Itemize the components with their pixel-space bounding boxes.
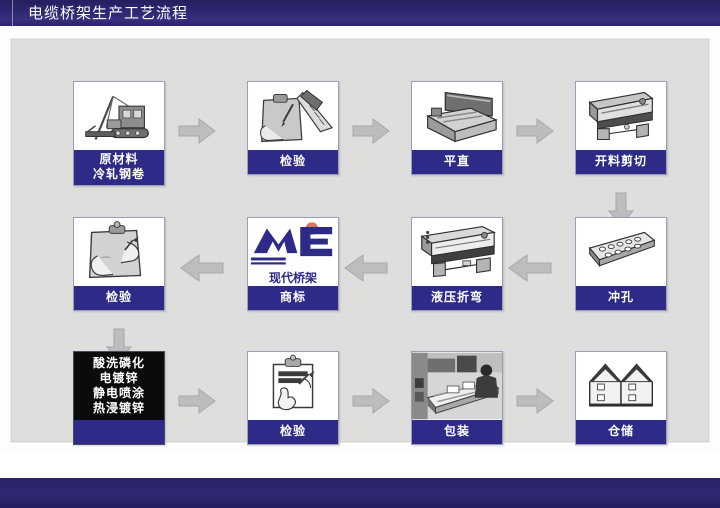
flow-node-label: 冲孔 [576,286,666,310]
page-title: 电缆桥架生产工艺流程 [28,4,189,22]
flow-node-hydraulic-bend[interactable]: 液压折弯 [411,217,503,311]
flow-node-packaging[interactable]: 包装 [411,351,503,445]
brand-logo-icon: 现代桥架 [248,218,338,286]
flow-node-inspection-2[interactable]: 检验 [73,217,165,311]
flow-node-label: 原材料 冷轧钢卷 [74,150,164,185]
arrow-left-icon [507,253,553,283]
flow-node-warehousing[interactable]: 仓储 [575,351,667,445]
flow-node-label: 平直 [412,150,502,174]
flow-node-leveling[interactable]: 平直 [411,81,503,175]
treatment-line-4: 热浸镀锌 [92,401,145,415]
treatment-line-2: 电镀锌 [99,371,139,385]
flow-node-label: 检验 [74,286,164,310]
arrow-right-icon [177,117,217,145]
flow-node-label: 液压折弯 [412,286,502,310]
clipboard-check-icon [248,352,338,420]
warehouse-icon [576,352,666,420]
flow-node-label: 包装 [412,420,502,444]
brand-mark-svg [250,222,333,265]
flow-node-inspection-3[interactable]: 检验 [247,351,339,445]
crane-icon [74,82,164,150]
leveling-machine-icon [412,82,502,150]
flow-node-cut-shear[interactable]: 开料剪切 [575,81,667,175]
flow-node-trademark[interactable]: 现代桥架 商标 [247,217,339,311]
flow-node-surface-treatment[interactable]: 酸洗磷化 电镀锌 静电喷涂 热浸镀锌 [73,351,165,445]
treatment-line-1: 酸洗磷化 [92,356,145,370]
arrow-left-icon [179,253,225,283]
flow-node-label: 检验 [248,150,338,174]
title-bar: 电缆桥架生产工艺流程 [0,0,720,26]
flow-node-label: 检验 [248,420,338,444]
arrow-right-icon [351,387,391,415]
arrow-right-icon [351,117,391,145]
clipboard-ruler-icon [248,82,338,150]
treatment-line-3: 静电喷涂 [92,386,145,400]
footer-bar [0,478,720,508]
flow-node-raw-material[interactable]: 原材料 冷轧钢卷 [73,81,165,186]
bending-machine-icon [412,218,502,286]
flow-node-label [74,420,164,444]
footer-spacer [0,451,720,478]
page-body: 原材料 冷轧钢卷 [0,26,720,451]
arrow-right-icon [177,387,217,415]
packaging-line-icon [412,352,502,420]
title-accent-line [12,0,13,26]
flowchart-canvas: 原材料 冷轧钢卷 [10,38,710,445]
flow-node-label: 仓储 [576,420,666,444]
punched-strip-icon [576,218,666,286]
treatment-text-icon: 酸洗磷化 电镀锌 静电喷涂 热浸镀锌 [74,352,164,420]
flow-node-punching[interactable]: 冲孔 [575,217,667,311]
flow-node-label: 商标 [248,286,338,310]
clipboard-hand-icon [74,218,164,286]
flow-node-label: 开料剪切 [576,150,666,174]
flow-node-inspection-1[interactable]: 检验 [247,81,339,175]
brand-name-text: 现代桥架 [268,271,317,285]
arrow-left-icon [343,253,389,283]
arrow-right-icon [515,117,555,145]
arrow-right-icon [515,387,555,415]
shearing-machine-icon [576,82,666,150]
